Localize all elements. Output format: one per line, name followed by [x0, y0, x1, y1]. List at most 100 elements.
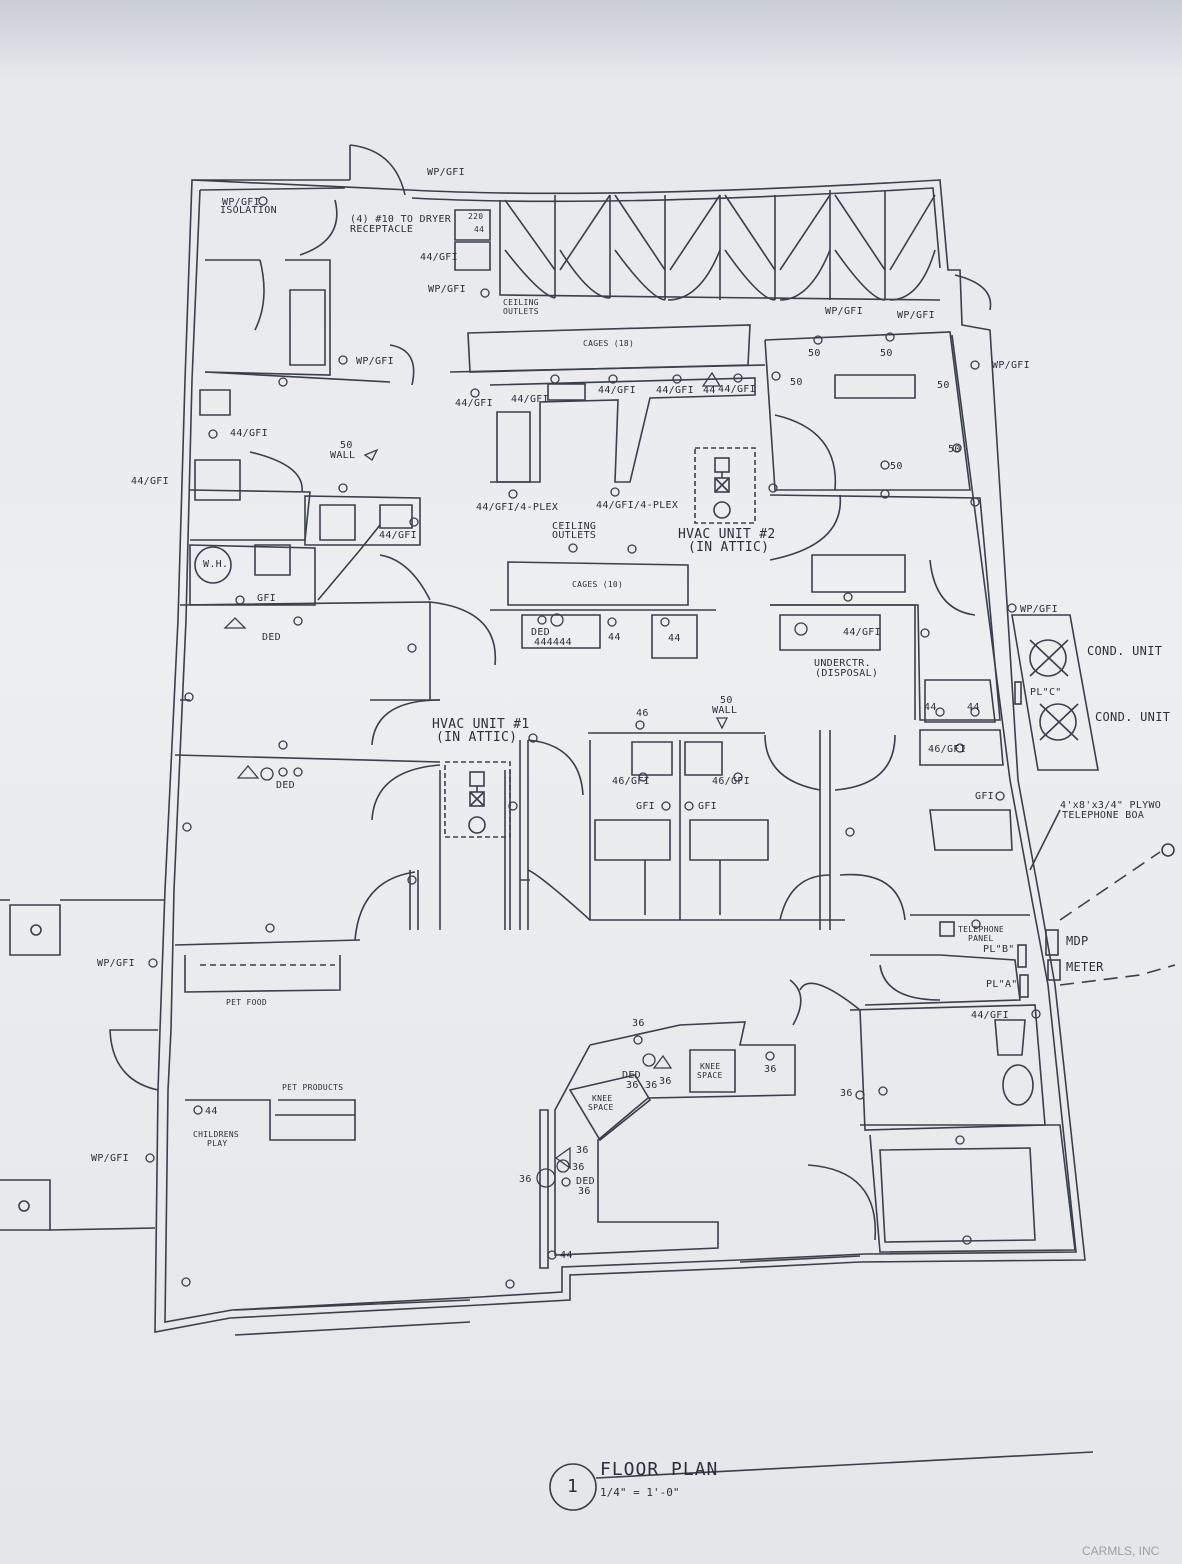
gfi-44-b: 44/GFI [511, 394, 549, 405]
panel-a-label: PL"A" [986, 979, 1018, 990]
ded-label-4: DED [622, 1070, 641, 1081]
gfi-44-washer-label: 44/GFI [420, 252, 458, 263]
gfi-label-3: GFI [698, 801, 717, 812]
isolation-room-label: ISOLATION [220, 205, 277, 216]
gfi-44-c: 44/GFI [598, 385, 636, 396]
outlet-44-i: 44 [668, 633, 681, 644]
telephone-panel-label: TELEPHONE [958, 925, 1005, 934]
wp-gfi-laundry-label: WP/GFI [428, 284, 466, 295]
outlet-50-e: 50 [948, 444, 961, 455]
outlet-444444-label: 444444 [534, 637, 572, 648]
wp-gfi-cages-label: WP/GFI [356, 356, 394, 367]
drawing-title: FLOOR PLAN [600, 1459, 719, 1480]
outlet-36-c: 36 [764, 1064, 777, 1075]
outlet-44-m: 44 [205, 1106, 218, 1117]
outlet-36-h: 36 [578, 1186, 591, 1197]
gfi-4plex-right: 44/GFI/4-PLEX [596, 500, 679, 511]
knee-space-2: KNEE [700, 1062, 721, 1071]
outlet-36-b: 36 [659, 1076, 672, 1087]
outlet-46-label: 46 [636, 708, 649, 719]
wp-gfi-mid2-label: WP/GFI [897, 310, 935, 321]
gfi-44-d: 44/GFI [656, 385, 694, 396]
outlet-36-d: 36 [840, 1088, 853, 1099]
mdp-label: MDP [1066, 934, 1089, 948]
gfi-46-c: 46/GFI [712, 776, 750, 787]
knee-space-1b: SPACE [588, 1103, 614, 1112]
gfi-46-a: 46/GFI [928, 744, 966, 755]
knee-space-1: KNEE [592, 1094, 613, 1103]
watermark: CARMLS, INC [1082, 1544, 1160, 1558]
outlet-36-a: 36 [632, 1018, 645, 1029]
wp-gfi-mid-label: WP/GFI [825, 306, 863, 317]
drawing-scale: 1/4" = 1'-0" [600, 1486, 680, 1499]
ceiling-outlets-label-1b: OUTLETS [503, 307, 539, 316]
cages-10-label: CAGES (10) [572, 580, 624, 589]
wp-gfi-left-mid: WP/GFI [97, 958, 135, 969]
outlet-44-h: 44 [608, 632, 621, 643]
wall-50-label: 50 [340, 440, 353, 451]
panel-b-label: PL"B" [983, 944, 1015, 955]
wp-gfi-left-lower: WP/GFI [91, 1153, 129, 1164]
disposal-label: (DISPOSAL) [815, 668, 879, 679]
meter-label: METER [1066, 960, 1104, 974]
outlet-50-d: 50 [937, 380, 950, 391]
gfi-44-exterior-left: 44/GFI [131, 476, 169, 487]
cond-unit-2-label: COND. UNIT [1095, 710, 1171, 724]
wp-gfi-right-label: WP/GFI [992, 360, 1030, 371]
isolation-gfi-label: WP/GFI [222, 197, 260, 208]
ceiling-outlets-label-2b: OUTLETS [552, 530, 597, 541]
drawing-number: 1 [567, 1476, 578, 1497]
ded-label-3: DED [276, 780, 295, 791]
telephone-panel-label-2: PANEL [968, 934, 994, 943]
ded-label-5: DED [576, 1176, 595, 1187]
ceiling-outlets-label-2: CEILING [552, 521, 597, 532]
outlet-36-f: 36 [572, 1162, 585, 1173]
wall-50-center: 50 [720, 695, 733, 706]
water-heater-label: W.H. [203, 559, 229, 570]
gfi-44-a: 44/GFI [455, 398, 493, 409]
outlet-50-b: 50 [880, 348, 893, 359]
hvac-unit-2-label: HVAC UNIT #2 [678, 527, 776, 542]
ded-label-1: DED [262, 632, 281, 643]
outlet-36-pair: 36 36 [626, 1080, 658, 1091]
pet-food-label: PET FOOD [226, 998, 267, 1007]
wp-gfi-label-top: WP/GFI [427, 167, 465, 178]
gfi-46-b: 46/GFI [612, 776, 650, 787]
outlet-50-f: 50 [890, 461, 903, 472]
outlet-44-n: 44 [560, 1250, 573, 1261]
outlet-50-a: 50 [808, 348, 821, 359]
undercounter-label: UNDERCTR. [814, 658, 871, 669]
outlet-44-e: 44 [703, 385, 716, 396]
childrens-play-label: CHILDRENS [193, 1130, 240, 1139]
childrens-play-label-2: PLAY [207, 1139, 228, 1148]
gfi-44-g: 44/GFI [230, 428, 268, 439]
outlet-44-k: 44 [924, 702, 937, 713]
knee-space-2b: SPACE [697, 1071, 723, 1080]
plywood-board-label: 4'x8'x3/4" PLYWO [1060, 800, 1162, 811]
hvac-unit-1-label: HVAC UNIT #1 [432, 717, 530, 732]
cond-unit-1-label: COND. UNIT [1087, 644, 1163, 658]
wall-50-text: WALL [330, 450, 356, 461]
hvac-unit-1-attic-label: (IN ATTIC) [436, 730, 518, 745]
gfi-4plex-left: 44/GFI/4-PLEX [476, 502, 559, 513]
gfi-44-f: 44/GFI [718, 384, 756, 395]
gfi-label-2: GFI [636, 801, 655, 812]
outlet-50-c: 50 [790, 377, 803, 388]
outlet-36-g: 36 [519, 1174, 532, 1185]
hvac-unit-2-attic-label: (IN ATTIC) [688, 540, 770, 555]
panel-c-label: PL"C" [1030, 687, 1062, 698]
ded-label-2: DED [531, 627, 550, 638]
receptacle-44-dryer-label: 44 [474, 225, 485, 234]
gfi-44-j: 44/GFI [843, 627, 881, 638]
gfi-44-restroom: 44/GFI [379, 530, 417, 541]
ceiling-outlets-label-1: CEILING [503, 298, 539, 307]
wp-gfi-cond-label: WP/GFI [1020, 604, 1058, 615]
telephone-board-label: TELEPHONE BOA [1062, 810, 1145, 821]
gfi-label-4: GFI [975, 791, 994, 802]
gfi-label-1: GFI [257, 593, 276, 604]
gfi-44-k: 44/GFI [971, 1010, 1009, 1021]
outlet-36-e: 36 [576, 1145, 589, 1156]
outlet-44-l: 44 [967, 702, 980, 713]
cages-18-label: CAGES (18) [583, 339, 635, 348]
